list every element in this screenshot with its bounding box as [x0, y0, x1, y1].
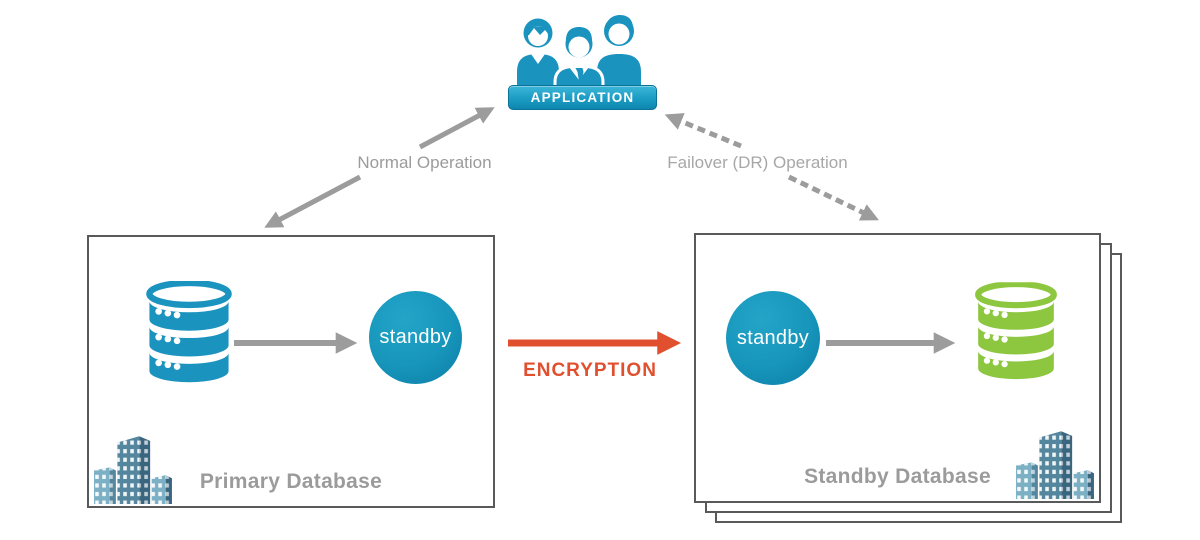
users-icon: [511, 10, 651, 92]
application-label: APPLICATION: [530, 90, 635, 105]
application-banner: APPLICATION: [508, 85, 657, 110]
encryption-label: ENCRYPTION: [523, 360, 657, 381]
standby-box-title: Standby Database: [804, 465, 991, 488]
database-icon: [972, 282, 1060, 382]
primary-box-title: Primary Database: [199, 470, 383, 493]
standby-badge-label: standby: [736, 326, 810, 349]
database-icon: [143, 281, 235, 385]
standby-database-box: standby Standby Database: [694, 233, 1101, 503]
standby-badge: standby: [369, 291, 462, 384]
standby-badge: standby: [726, 291, 820, 385]
normal-operation-label: Normal Operation: [357, 153, 492, 172]
standby-badge-label: standby: [379, 326, 452, 348]
failover-operation-label: Failover (DR) Operation: [667, 153, 848, 172]
primary-database-box: standby Primary Database: [87, 235, 495, 508]
